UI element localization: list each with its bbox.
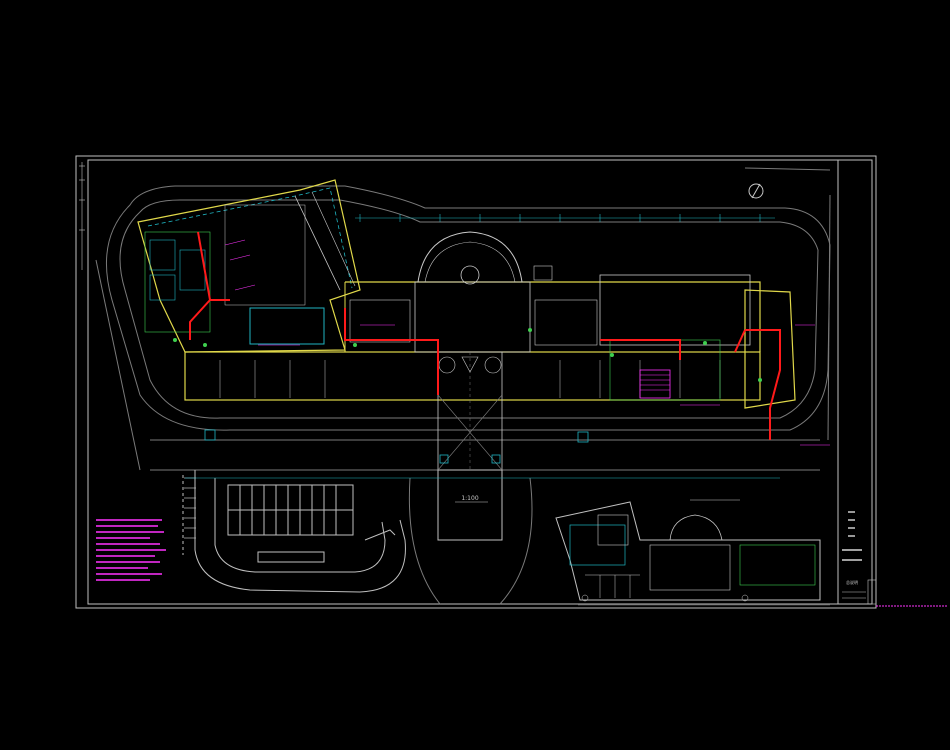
red-route-lines — [189, 231, 781, 440]
magenta-annotations — [224, 239, 830, 446]
left-wing — [137, 179, 361, 353]
main-building — [184, 231, 761, 471]
main-hall-label: 1:100 — [461, 495, 478, 502]
north-arrow-icon — [748, 183, 764, 199]
legend-block — [842, 511, 862, 561]
parking-loop — [182, 470, 406, 593]
left-wing-zone — [249, 307, 325, 345]
notes-block — [96, 519, 166, 581]
site-road-outline — [95, 167, 831, 471]
title-block-stamp — [842, 579, 877, 605]
secondary-floor-plan — [555, 499, 830, 606]
sheet-frame — [75, 155, 877, 609]
right-wing — [609, 289, 796, 409]
legend-label: 总说明 — [846, 579, 858, 585]
grid-dimension-top — [185, 214, 780, 479]
equipment-markers — [173, 328, 762, 464]
title-strip — [79, 162, 85, 270]
